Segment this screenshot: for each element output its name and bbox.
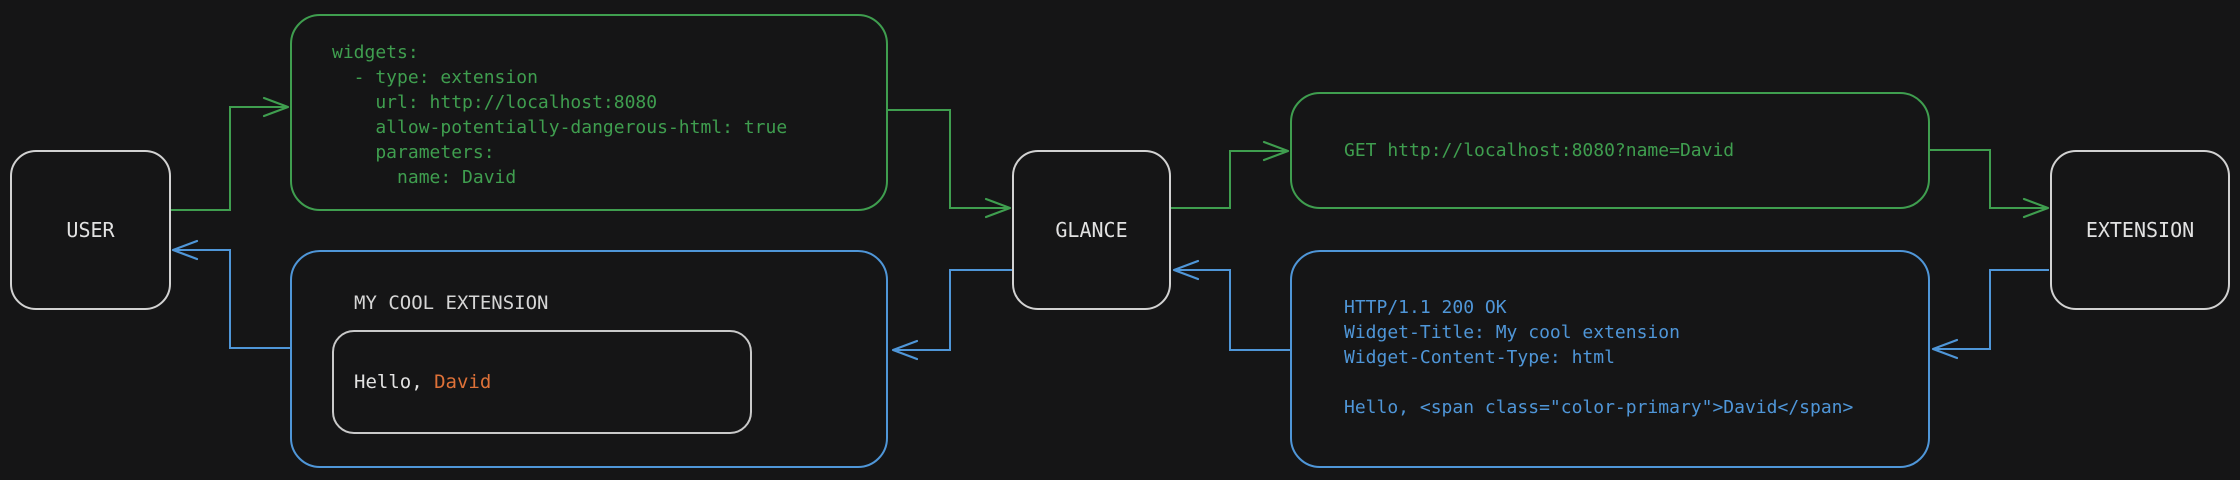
code-line: Widget-Title: My cool extension <box>1344 322 1680 343</box>
code-line: url: http://localhost:8080 <box>332 92 658 113</box>
http-response-box: HTTP/1.1 200 OK Widget-Title: My cool ext… <box>1290 250 1930 468</box>
node-user-label: USER <box>66 218 115 242</box>
code-line: HTTP/1.1 200 OK <box>1344 297 1507 318</box>
http-response-code: HTTP/1.1 200 OK Widget-Title: My cool ext… <box>1344 295 1918 420</box>
http-request-box: GET http://localhost:8080?name=David <box>1290 92 1930 209</box>
yaml-config-box: widgets: - type: extension url: http://l… <box>290 14 888 211</box>
connector-request-to-extension <box>1930 149 2050 219</box>
widget-greeting: Hello, David <box>354 371 491 393</box>
node-glance: GLANCE <box>1012 150 1171 310</box>
connector-response-to-glance <box>1172 259 1290 351</box>
widget-title: MY COOL EXTENSION <box>354 292 549 314</box>
greeting-name: David <box>434 371 492 393</box>
code-line: Hello, <span class="color-primary">David… <box>1344 397 1854 418</box>
code-line: - type: extension <box>332 67 538 88</box>
connector-glance-to-widget <box>891 269 1012 361</box>
connector-extension-to-response <box>1931 269 2049 360</box>
code-line: allow-potentially-dangerous-html: true <box>332 117 788 138</box>
code-line: name: David <box>332 167 517 188</box>
http-request-line: GET http://localhost:8080?name=David <box>1344 140 1735 161</box>
node-extension: EXTENSION <box>2050 150 2230 310</box>
node-user: USER <box>10 150 171 310</box>
code-line: widgets: <box>332 42 419 63</box>
widget-rendered-output: Hello, David <box>332 330 752 434</box>
connector-widget-to-user <box>171 239 290 349</box>
widget-preview-box: MY COOL EXTENSION Hello, David <box>290 250 888 468</box>
node-extension-label: EXTENSION <box>2085 218 2195 242</box>
connector-config-to-glance <box>888 109 1012 219</box>
connector-user-to-config <box>171 96 290 211</box>
greeting-prefix: Hello, <box>354 371 435 393</box>
yaml-config-code: widgets: - type: extension url: http://l… <box>332 40 876 190</box>
code-line: parameters: <box>332 142 495 163</box>
connector-glance-to-request <box>1171 140 1290 209</box>
code-line: Widget-Content-Type: html <box>1344 347 1615 368</box>
code-line <box>1344 370 1918 395</box>
node-glance-label: GLANCE <box>1055 218 1128 242</box>
